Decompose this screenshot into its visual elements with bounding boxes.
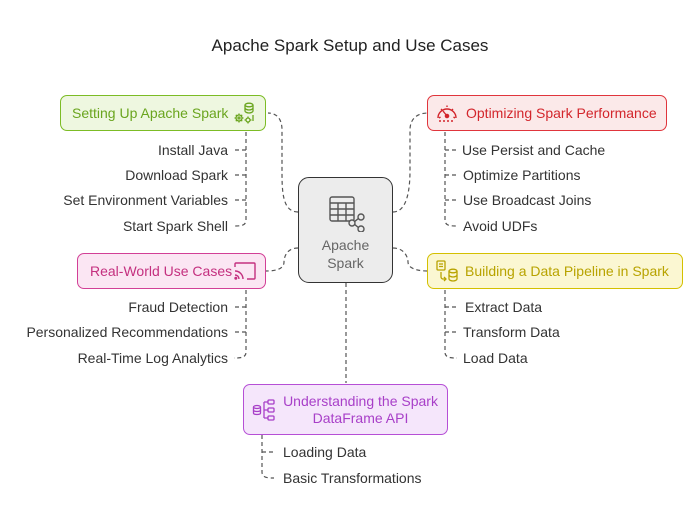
topic-pipeline-box: Building a Data Pipeline in Spark [427,253,683,289]
gear-database-icon [234,102,254,124]
list-item: Real-Time Log Analytics [77,350,228,366]
topic-dataframe-title-line2: DataFrame API [312,409,409,426]
list-item: Loading Data [283,444,367,460]
topic-optimize-box: Optimizing Spark Performance [427,95,667,131]
cast-icon [234,262,256,280]
list-item: Basic Transformations [283,470,422,486]
list-item: Set Environment Variables [63,192,228,208]
center-label-line2: Spark [327,255,364,271]
list-item: Load Data [463,350,528,366]
list-item: Download Spark [125,167,228,183]
topic-optimize-title: Optimizing Spark Performance [466,105,657,121]
list-item: Use Persist and Cache [462,142,606,158]
list-item: Start Spark Shell [122,218,228,234]
center-node: Apache Spark [298,177,393,283]
data-pipeline-icon [436,260,458,282]
speedometer-icon [437,105,457,122]
topic-setup-box: Setting Up Apache Spark [60,95,266,131]
topic-setup-title: Setting Up Apache Spark [72,105,229,121]
diagram-title: Apache Spark Setup and Use Cases [211,36,489,55]
table-share-icon [328,196,365,232]
topic-dataframe-title-line1: Understanding the Spark [283,392,438,409]
list-item: Personalized Recommendations [26,324,228,340]
list-item: Avoid UDFs [463,218,538,234]
center-label-line1: Apache [321,237,370,253]
topic-usecases-box: Real-World Use Cases [77,253,266,289]
list-item: Transform Data [463,324,560,340]
list-item: Optimize Partitions [463,167,581,183]
list-item: Install Java [157,142,228,158]
list-item: Fraud Detection [128,299,228,315]
topic-usecases-title: Real-World Use Cases [90,263,233,279]
topic-dataframe-box: Understanding the Spark DataFrame API [243,384,448,435]
data-tree-icon [252,398,275,421]
list-item: Extract Data [465,299,543,315]
topic-pipeline-title: Building a Data Pipeline in Spark [465,263,669,279]
list-item: Use Broadcast Joins [463,192,592,208]
